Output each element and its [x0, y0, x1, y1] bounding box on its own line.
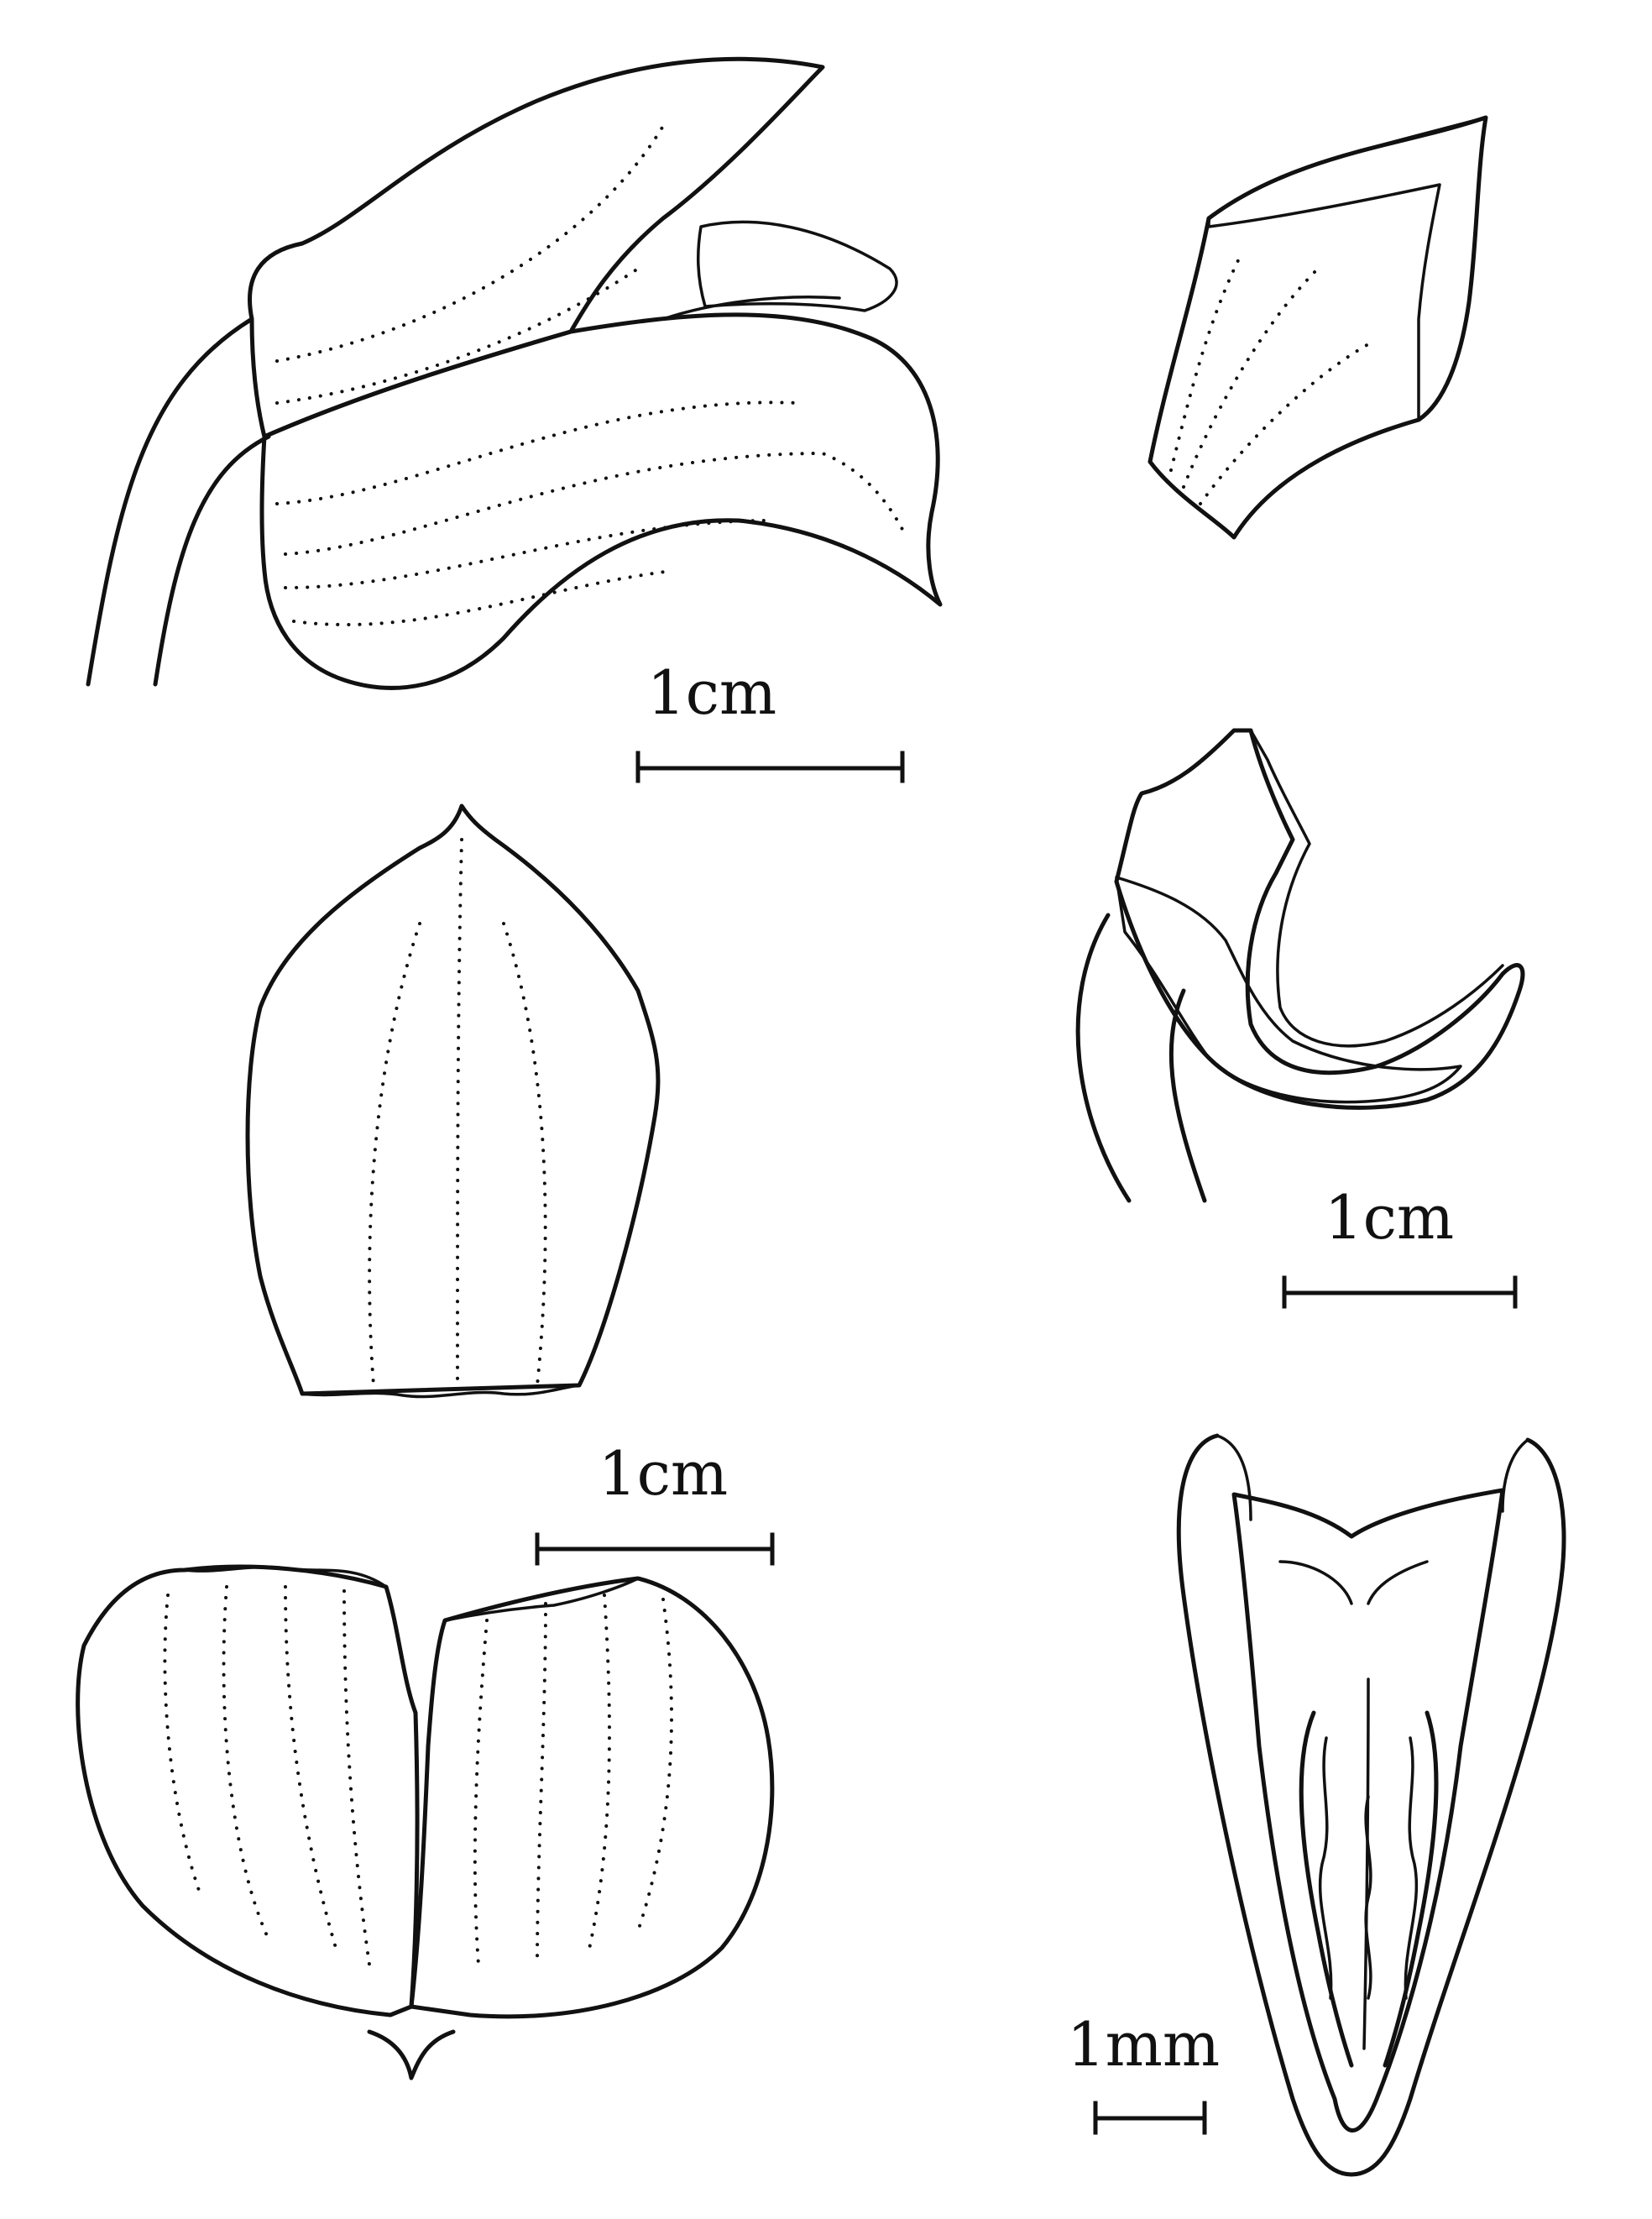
lateral-sepals [76, 1564, 775, 2080]
scale-bar-sepal [535, 1532, 775, 1566]
scale-label-flower: 1cm [647, 657, 776, 728]
flower-side-view: 1cm [86, 56, 943, 783]
column-side-view: 1cm [1075, 728, 1525, 1309]
scale-bar-column [1282, 1275, 1518, 1309]
scale-label-lip: 1mm [1067, 2009, 1220, 2080]
scale-bar-lip [1093, 2101, 1207, 2135]
scale-label-column: 1cm [1325, 1182, 1454, 1253]
lip-front-view: 1mm [1067, 1433, 1566, 2177]
scale-label-sepal: 1cm [599, 1438, 728, 1509]
scale-bar-flower [635, 751, 905, 783]
petal-detail [1148, 115, 1488, 540]
dorsal-sepal: 1cm [245, 803, 775, 1566]
